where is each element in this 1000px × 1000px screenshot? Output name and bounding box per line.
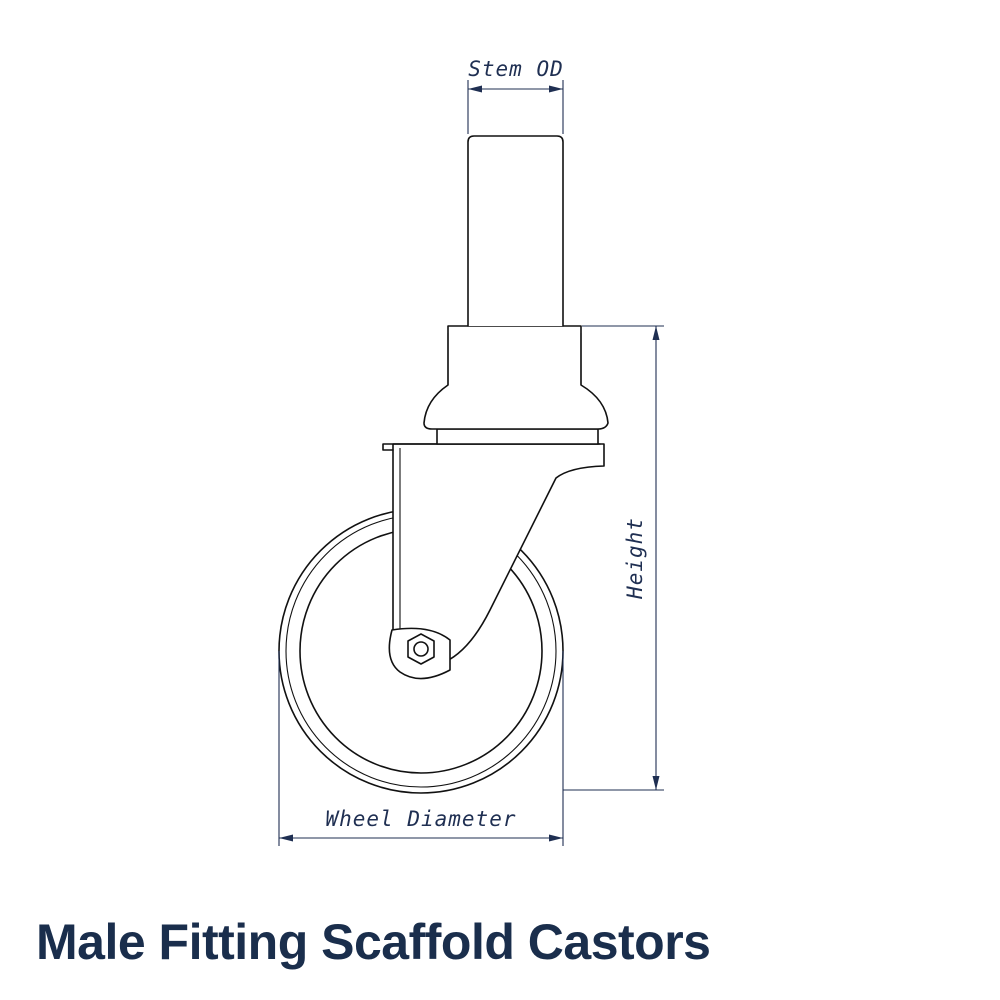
- stem-od-arrow-left: [468, 85, 482, 93]
- housing-body: [423, 325, 609, 430]
- stem-tube: [467, 135, 564, 327]
- height-arrow-top: [652, 326, 660, 340]
- swivel-ring: [436, 428, 599, 445]
- wheel-diameter-dimension: Wheel Diameter: [278, 651, 564, 846]
- wheel-diameter-arrow-left: [279, 834, 293, 842]
- stem: [467, 135, 564, 327]
- stem-od-label: Stem OD: [468, 57, 564, 81]
- wheel-diameter-label: Wheel Diameter: [325, 807, 516, 831]
- page-title: Male Fitting Scaffold Castors: [36, 914, 711, 970]
- height-label: Height: [623, 517, 647, 600]
- stem-od-dimension: Stem OD: [467, 57, 564, 134]
- swivel-housing: [423, 325, 609, 445]
- stem-od-arrow-right: [549, 85, 563, 93]
- axle: [388, 627, 451, 680]
- wheel-diameter-arrow-right: [549, 834, 563, 842]
- height-arrow-bottom: [652, 776, 660, 790]
- height-dimension: Height: [563, 325, 664, 791]
- axle-bolt-icon: [413, 641, 429, 657]
